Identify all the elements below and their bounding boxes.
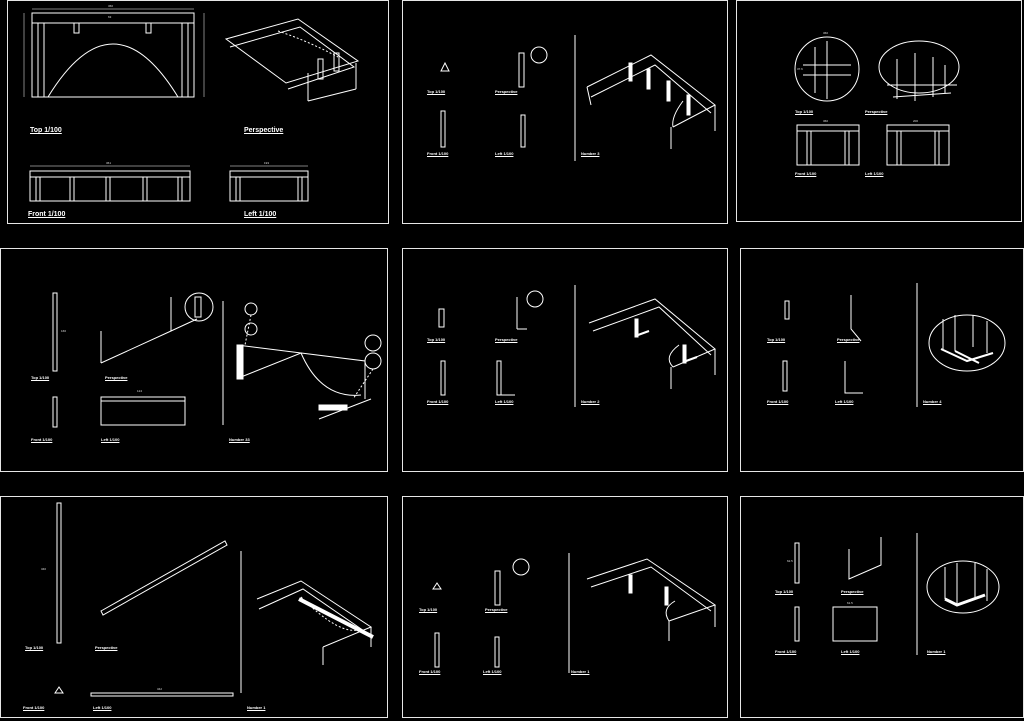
label-number: Number 33	[229, 437, 250, 442]
dim-left-width: 61.5	[847, 601, 853, 605]
label-perspective: Perspective	[837, 337, 860, 342]
label-left: Left 1/100	[835, 399, 854, 404]
label-number: Number 2	[581, 399, 600, 404]
label-perspective: Perspective	[105, 375, 128, 380]
label-perspective: Perspective	[95, 645, 118, 650]
drawing-sheet-2: Top 1/100 Perspective Front 1/100 Left 1…	[402, 0, 728, 224]
sheet-6-drawings	[782, 283, 1006, 407]
label-perspective: Perspective	[495, 337, 518, 342]
label-front: Front 1/100	[28, 211, 66, 218]
dim-top-length: 340	[41, 567, 47, 571]
label-top: Top 1/100	[767, 337, 786, 342]
label-number: Number 1	[247, 705, 266, 710]
dim-left-width: 200	[913, 119, 919, 123]
label-left: Left 1/100	[495, 151, 514, 156]
dim-top-width: 360	[823, 31, 829, 35]
label-number: Number 1	[927, 649, 946, 654]
label-top: Top 1/100	[30, 127, 62, 134]
label-front: Front 1/100	[419, 669, 441, 674]
label-left: Left 1/100	[865, 171, 884, 176]
drawing-sheet-4: 166 124 Top 1/100 Perspective Front 1/10…	[0, 248, 388, 472]
dim-top-inner: 63	[108, 15, 112, 19]
label-left: Left 1/100	[841, 649, 860, 654]
label-left: Left 1/100	[244, 211, 277, 218]
label-top: Top 1/100	[427, 89, 446, 94]
label-front: Front 1/100	[23, 705, 45, 710]
drawing-sheet-5: Top 1/100 Perspective Front 1/100 Left 1…	[402, 248, 728, 472]
drawing-sheet-7: 340 342 Top 1/100 Perspective Front 1/10…	[0, 496, 388, 718]
label-number: Number 3	[581, 151, 600, 156]
label-top: Top 1/100	[427, 337, 446, 342]
label-left: Left 1/100	[93, 705, 112, 710]
label-perspective: Perspective	[244, 127, 284, 134]
drawing-sheet-9: 62.5 61.5 Top 1/100 Perspective Front 1/…	[740, 496, 1024, 718]
sheet-1-drawings	[23, 8, 360, 202]
drawing-sheet-3: 360 37.6 360 200 Top 1/100 Perspective F…	[736, 0, 1022, 222]
dim-left-width: 193	[264, 161, 270, 165]
label-front: Front 1/100	[427, 399, 449, 404]
label-top: Top 1/100	[25, 645, 44, 650]
label-left: Left 1/100	[495, 399, 514, 404]
dim-top-length: 166	[61, 329, 67, 333]
drawing-sheet-1: 360 63 361 193 Top 1/100 Perspective Fro…	[7, 0, 389, 224]
label-left: Left 1/100	[483, 669, 502, 674]
sheet-4-drawings	[52, 292, 382, 428]
dim-front-width: 361	[106, 161, 112, 165]
label-left: Left 1/100	[101, 437, 120, 442]
label-perspective: Perspective	[841, 589, 864, 594]
sheet-3-drawings	[794, 36, 960, 166]
label-top: Top 1/100	[775, 589, 794, 594]
dim-top-width: 360	[108, 4, 114, 8]
label-front: Front 1/100	[31, 437, 53, 442]
dim-top-length: 62.5	[787, 559, 793, 563]
label-front: Front 1/100	[427, 151, 449, 156]
label-perspective: Perspective	[485, 607, 508, 612]
label-front: Front 1/100	[775, 649, 797, 654]
drawing-sheet-6: Top 1/100 Perspective Front 1/100 Left 1…	[740, 248, 1024, 472]
sheet-7-drawings	[54, 502, 374, 697]
label-perspective: Perspective	[495, 89, 518, 94]
label-front: Front 1/100	[767, 399, 789, 404]
sheet-5-drawings	[438, 285, 716, 407]
label-top: Top 1/100	[31, 375, 50, 380]
label-number: Number 1	[571, 669, 590, 674]
drawing-sheet-8: Top 1/100 Perspective Front 1/100 Left 1…	[402, 496, 728, 718]
dim-left-width: 124	[137, 389, 143, 393]
dim-front-width: 360	[823, 119, 829, 123]
sheet-2-drawings	[440, 35, 716, 161]
sheet-9-drawings	[794, 533, 1000, 655]
label-number: Number 4	[923, 399, 942, 404]
label-top: Top 1/100	[795, 109, 814, 114]
label-front: Front 1/100	[795, 171, 817, 176]
dim-left-length: 342	[157, 687, 163, 691]
label-top: Top 1/100	[419, 607, 438, 612]
sheet-8-drawings	[432, 553, 717, 673]
dim-top-radius: 37.6	[797, 67, 803, 71]
label-perspective: Perspective	[865, 109, 888, 114]
